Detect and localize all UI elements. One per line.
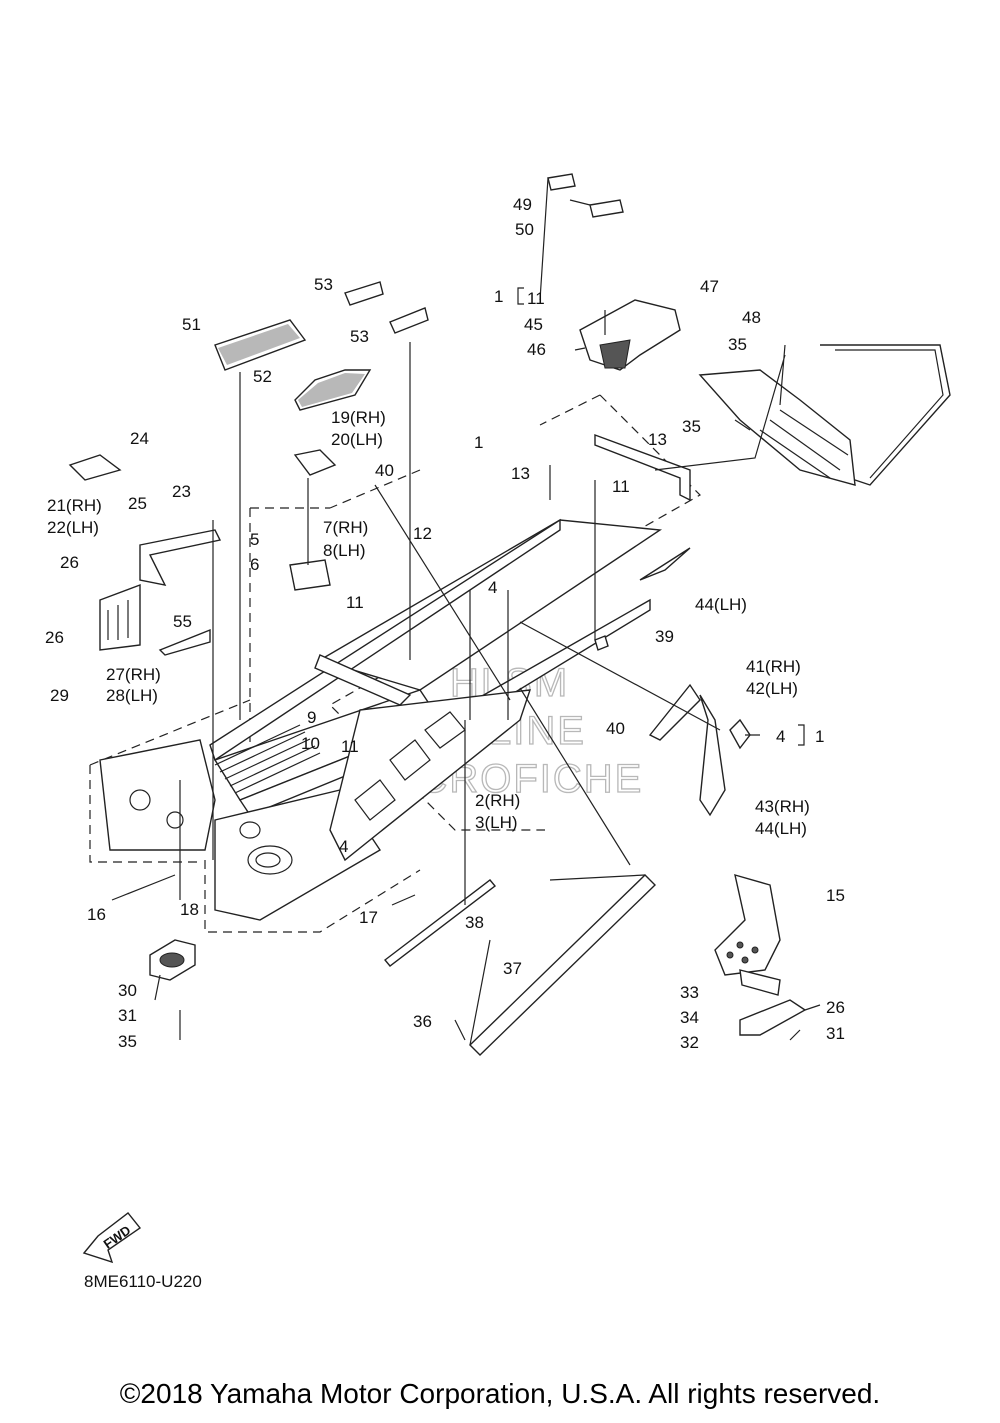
label-1-bracket: 1 bbox=[494, 287, 503, 306]
label-11-mid: 11 bbox=[346, 593, 364, 612]
label-30: 30 bbox=[118, 981, 137, 1000]
label-12: 12 bbox=[413, 524, 432, 543]
label-18: 18 bbox=[180, 900, 199, 919]
side-bracket bbox=[68, 449, 337, 651]
label-55: 55 bbox=[173, 612, 192, 631]
pads bbox=[214, 173, 624, 411]
label-10: 10 bbox=[301, 734, 320, 753]
label-50: 49 bbox=[513, 195, 532, 214]
label-28lh: 28(LH) bbox=[106, 686, 158, 705]
label-27rh: 27(RH) bbox=[106, 665, 161, 684]
label-11-top: 11 bbox=[527, 289, 545, 308]
label-42lh: 42(LH) bbox=[746, 679, 798, 698]
label-14: 13 bbox=[648, 430, 667, 449]
label-54a: 53 bbox=[314, 275, 333, 294]
label-38: 38 bbox=[465, 913, 484, 932]
label-34: 34 bbox=[680, 1008, 699, 1027]
copyright-notice: ©2018 Yamaha Motor Corporation, U.S.A. A… bbox=[119, 1378, 881, 1409]
chassis-tunnel bbox=[99, 518, 663, 921]
group-brackets bbox=[517, 287, 805, 746]
label-40-right: 40 bbox=[606, 719, 625, 738]
label-43rh: 43(RH) bbox=[755, 797, 810, 816]
label-11-lower: 11 bbox=[341, 737, 359, 756]
part-labels: 49 50 53 53 51 52 1 11 45 46 47 48 35 35… bbox=[45, 195, 845, 1052]
label-54b: 53 bbox=[350, 327, 369, 346]
rear-bumper bbox=[698, 344, 951, 486]
label-48: 47 bbox=[700, 277, 719, 296]
label-35-bottom: 35 bbox=[118, 1032, 137, 1051]
fwd-arrow-icon: FWD bbox=[82, 1212, 142, 1264]
label-45: 44(LH) bbox=[695, 595, 747, 614]
label-52: 51 bbox=[182, 315, 201, 334]
label-7rh: 7(RH) bbox=[323, 518, 368, 537]
tail-light bbox=[579, 299, 681, 371]
leader-lines bbox=[111, 177, 821, 1046]
label-24: 24 bbox=[130, 429, 149, 448]
label-1-right: 1 bbox=[815, 727, 824, 746]
label-21rh: 21(RH) bbox=[47, 496, 102, 515]
label-17: 17 bbox=[359, 908, 378, 927]
label-22lh: 22(LH) bbox=[47, 518, 99, 537]
label-39: 39 bbox=[655, 627, 674, 646]
label-9: 9 bbox=[307, 708, 316, 727]
label-3lh: 3(LH) bbox=[475, 813, 518, 832]
label-35-top: 35 bbox=[728, 335, 747, 354]
label-19rh: 19(RH) bbox=[331, 408, 386, 427]
diagram-code: 8ME6110-U220 bbox=[84, 1272, 202, 1291]
label-16: 16 bbox=[87, 905, 106, 924]
label-1: 1 bbox=[474, 433, 483, 452]
label-33: 33 bbox=[680, 983, 699, 1002]
label-46: 45 bbox=[524, 315, 543, 334]
rear-brace bbox=[594, 433, 691, 581]
label-13: 13 bbox=[511, 464, 530, 483]
label-26-left2: 26 bbox=[45, 628, 64, 647]
label-49: 48 bbox=[742, 308, 761, 327]
label-25: 25 bbox=[128, 494, 147, 513]
label-8lh: 8(LH) bbox=[323, 541, 366, 560]
misc-parts bbox=[158, 628, 781, 996]
label-29: 29 bbox=[50, 686, 69, 705]
label-23: 23 bbox=[172, 482, 191, 501]
label-26-left: 26 bbox=[60, 553, 79, 572]
label-40-top: 40 bbox=[375, 461, 394, 480]
slide-rails bbox=[383, 683, 726, 1056]
label-31-left: 31 bbox=[118, 1006, 137, 1025]
label-41rh: 41(RH) bbox=[746, 657, 801, 676]
label-36: 36 bbox=[413, 1012, 432, 1031]
label-15: 15 bbox=[826, 886, 845, 905]
label-5: 5 bbox=[250, 530, 259, 549]
label-2rh: 2(RH) bbox=[475, 791, 520, 810]
label-20lh: 20(LH) bbox=[331, 430, 383, 449]
label-4-top: 4 bbox=[488, 578, 497, 597]
label-44lh: 44(LH) bbox=[755, 819, 807, 838]
tunnel-vents bbox=[214, 724, 321, 794]
footrest-lh bbox=[149, 939, 196, 981]
label-4-lower: 4 bbox=[339, 837, 348, 856]
label-37: 37 bbox=[503, 959, 522, 978]
label-51: 50 bbox=[515, 220, 534, 239]
label-26-right: 26 bbox=[826, 998, 845, 1017]
label-35-mid: 35 bbox=[682, 417, 701, 436]
label-11-rear: 11 bbox=[612, 477, 630, 496]
label-6: 6 bbox=[250, 555, 259, 574]
label-47: 46 bbox=[527, 340, 546, 359]
label-31-right: 31 bbox=[826, 1024, 845, 1043]
label-32: 32 bbox=[680, 1033, 699, 1052]
label-53: 52 bbox=[253, 367, 272, 386]
footrest-rh bbox=[714, 874, 807, 1036]
label-4-right: 4 bbox=[776, 727, 785, 746]
